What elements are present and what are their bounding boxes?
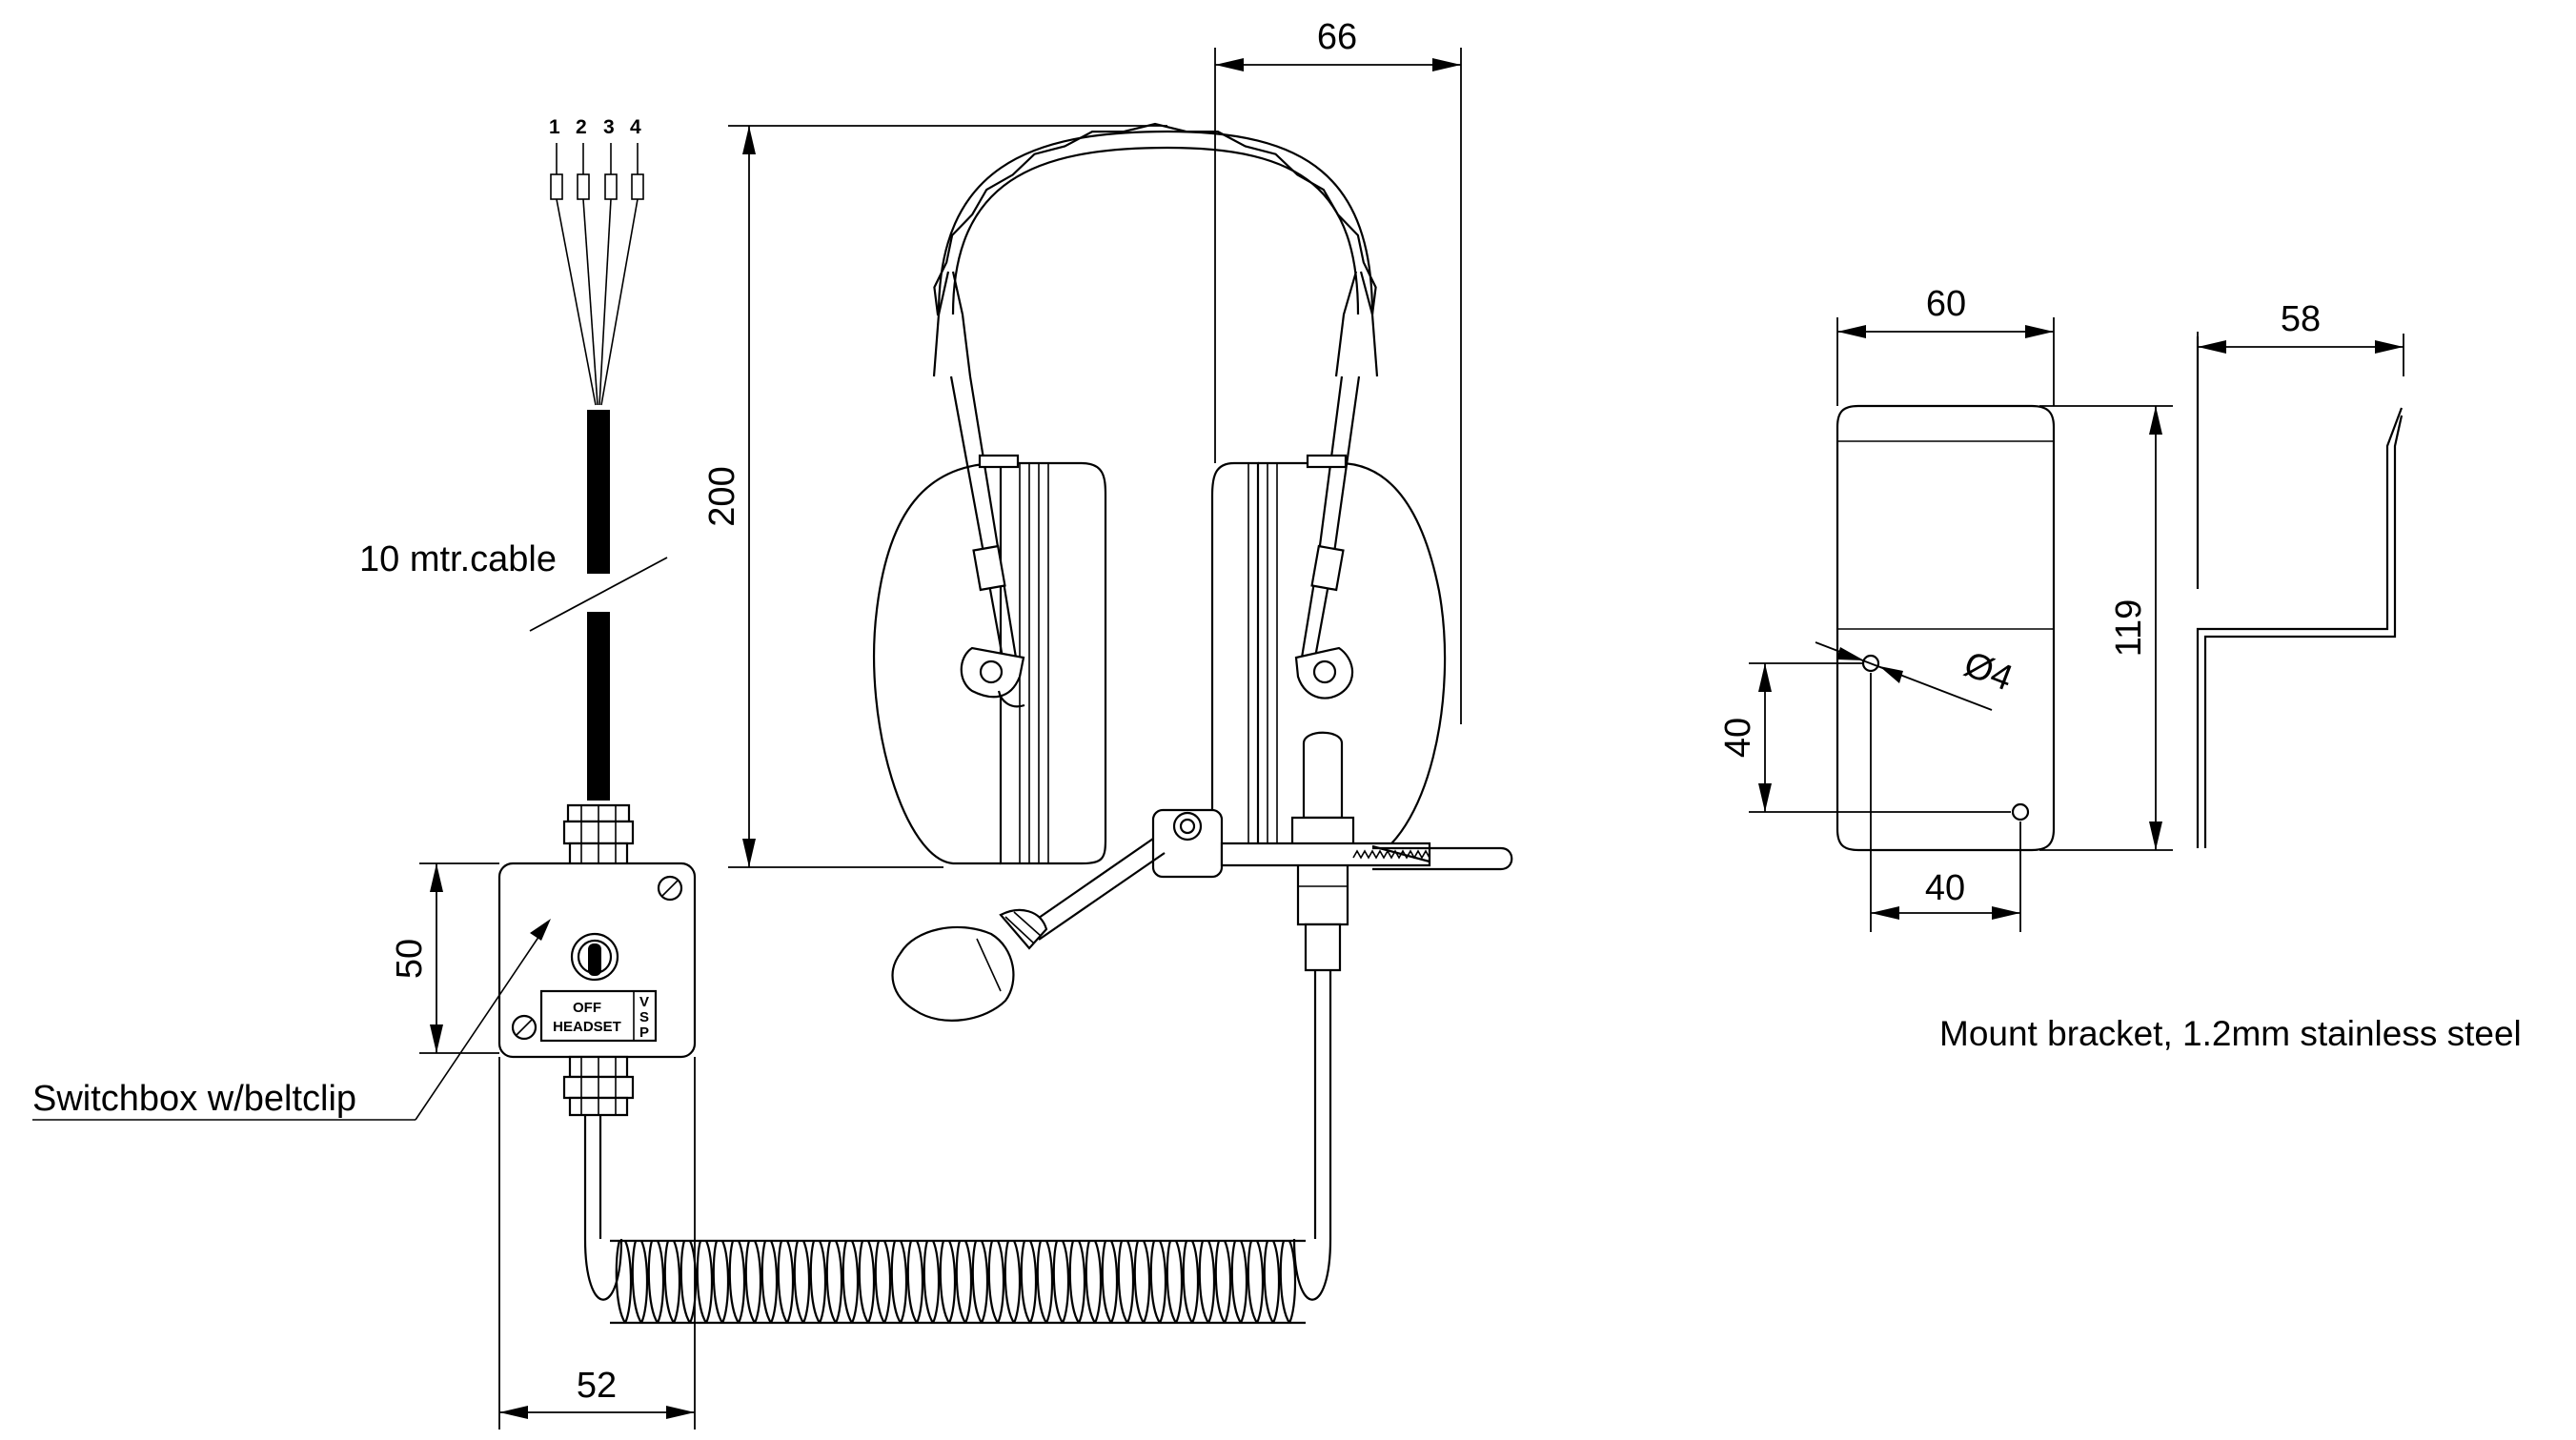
switch-plate-v: V <box>639 994 649 1010</box>
top-cable-gland <box>562 803 635 869</box>
switch-plate-p: P <box>639 1024 649 1041</box>
headband <box>932 122 1379 377</box>
toggle-switch <box>570 932 619 982</box>
boom-pivot <box>1151 808 1513 879</box>
cable-label: 10 mtr.cable <box>359 539 557 579</box>
switchbox-label: Switchbox w/beltclip <box>32 1079 356 1119</box>
dimension-hole-offset-v: 40 <box>1718 662 2011 813</box>
cable-terminals: 1 2 3 4 <box>549 116 644 406</box>
switch-plate: OFF HEADSET V S P <box>539 989 658 1043</box>
dimension-hole-offset-h: 40 <box>1870 673 2021 932</box>
dimension-box-height: 50 <box>390 862 499 1054</box>
dimension-headset-width: 66 <box>1214 17 1462 724</box>
dim-bracket-height: 119 <box>2109 599 2149 658</box>
dim-box-width: 52 <box>577 1366 617 1406</box>
switch-plate-s: S <box>639 1009 649 1025</box>
coiled-cord <box>583 967 1332 1325</box>
switchbox-leader <box>415 923 548 1121</box>
terminal-label-2: 2 <box>576 116 587 138</box>
terminal-label-3: 3 <box>603 116 615 138</box>
dim-hole-offset-v: 40 <box>1718 718 1758 758</box>
bracket-side-view <box>2196 336 2404 848</box>
dimension-bracket-height: 119 <box>2039 405 2173 851</box>
screw-icon <box>657 875 683 902</box>
dimension-bracket-depth: 58 <box>2197 299 2404 376</box>
terminal-label-1: 1 <box>549 116 560 138</box>
dimension-headset-height: 200 <box>702 125 1167 868</box>
dim-box-height: 50 <box>390 939 430 979</box>
bottom-cable-gland <box>562 1055 635 1117</box>
dim-bracket-width: 60 <box>1926 284 1966 324</box>
switch-plate-off: OFF <box>573 1000 601 1016</box>
bracket-note: Mount bracket, 1.2mm stainless steel <box>1939 1014 2522 1053</box>
main-cable: 10 mtr.cable <box>359 410 668 801</box>
left-ear-cup <box>873 375 1107 865</box>
microphone-boom <box>891 838 1166 1022</box>
headset <box>873 122 1513 1022</box>
cable-wires <box>556 198 639 406</box>
dim-headset-width: 66 <box>1317 17 1357 57</box>
connector-plug <box>1290 731 1355 972</box>
terminal-ferrules <box>550 143 644 200</box>
switch-plate-headset: HEADSET <box>553 1019 621 1035</box>
terminal-label-4: 4 <box>630 116 641 138</box>
dimension-bracket-width: 60 <box>1836 284 2055 406</box>
dim-hole-diameter: Ø4 <box>1958 644 2018 699</box>
mount-hole <box>2011 802 2030 821</box>
screw-icon <box>511 1014 538 1041</box>
dim-headset-height: 200 <box>702 466 742 526</box>
switchbox: OFF HEADSET V S P Switchbox w/beltclip <box>32 803 697 1121</box>
dimension-box-width: 52 <box>498 1057 696 1430</box>
dim-hole-offset-h: 40 <box>1925 868 1965 908</box>
bracket-front-view <box>1836 404 2056 852</box>
dim-bracket-depth: 58 <box>2281 299 2321 339</box>
dimension-hole-diameter: Ø4 <box>1815 641 2018 711</box>
